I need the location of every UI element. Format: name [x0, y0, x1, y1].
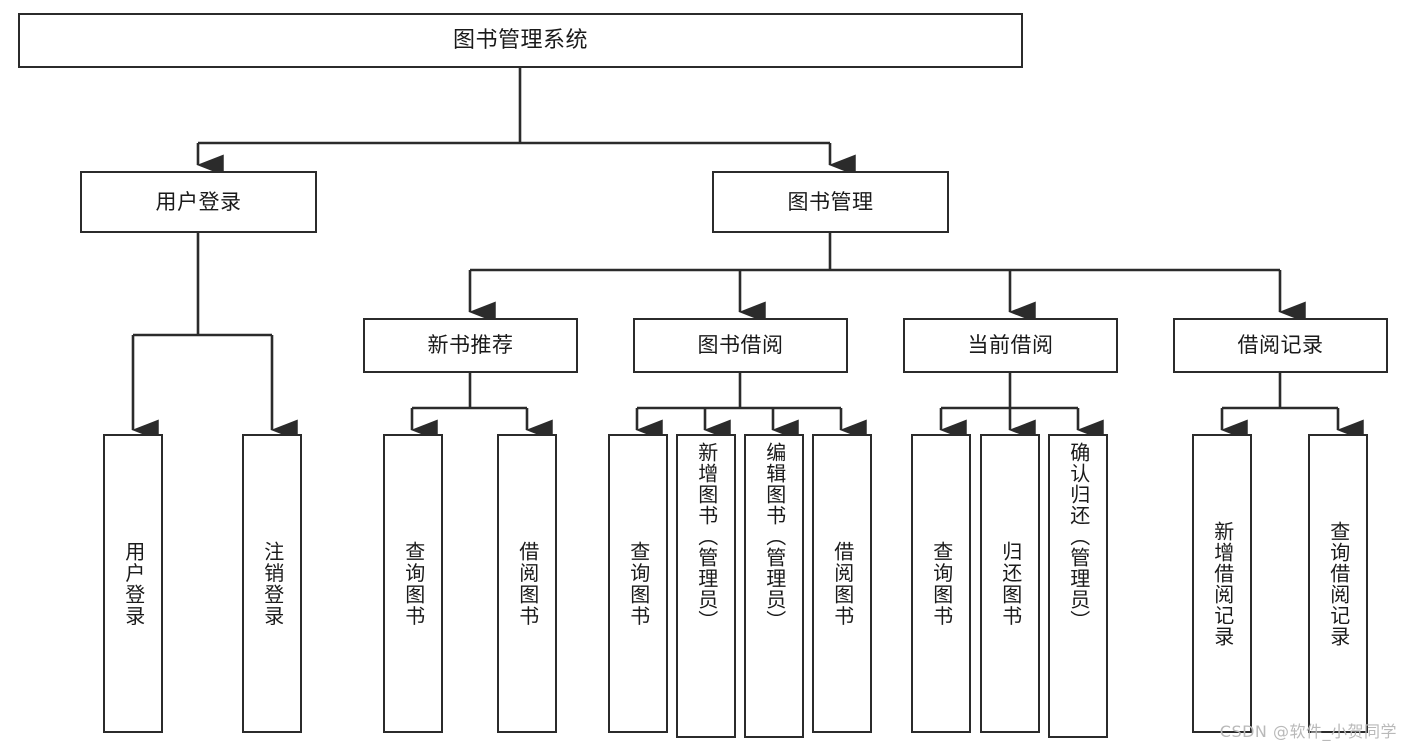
node-leaf-query-book-1-label: 查询图书: [401, 540, 426, 627]
node-leaf-query-book-3[interactable]: 查询图书: [911, 434, 971, 733]
node-leaf-user-login-label: 用户登录: [121, 540, 146, 627]
node-leaf-query-book-1[interactable]: 查询图书: [383, 434, 443, 733]
node-leaf-edit-book-label: 编辑图书（管理员）: [762, 442, 787, 631]
node-leaf-confirm-return[interactable]: 确认归还（管理员）: [1048, 434, 1108, 738]
node-book-borrow[interactable]: 图书借阅: [633, 318, 848, 373]
node-new-book-recommend-label: 新书推荐: [427, 333, 514, 358]
node-leaf-borrow-book-2[interactable]: 借阅图书: [812, 434, 872, 733]
watermark-label: CSDN @软件_小贺同学: [1219, 722, 1397, 741]
node-leaf-add-book-label: 新增图书（管理员）: [694, 442, 719, 631]
node-leaf-query-book-2-label: 查询图书: [626, 540, 651, 627]
node-leaf-add-book[interactable]: 新增图书（管理员）: [676, 434, 736, 738]
node-user-login-label: 用户登录: [155, 189, 242, 214]
node-book-manage[interactable]: 图书管理: [712, 171, 949, 233]
node-leaf-query-book-3-label: 查询图书: [929, 540, 954, 627]
node-leaf-return-book-label: 归还图书: [998, 540, 1023, 627]
node-new-book-recommend[interactable]: 新书推荐: [363, 318, 578, 373]
node-book-manage-label: 图书管理: [787, 189, 874, 214]
node-leaf-logout[interactable]: 注销登录: [242, 434, 302, 733]
node-leaf-query-record-label: 查询借阅记录: [1326, 520, 1351, 647]
node-leaf-logout-label: 注销登录: [260, 540, 285, 627]
node-leaf-borrow-book-1-label: 借阅图书: [515, 540, 540, 627]
node-leaf-edit-book[interactable]: 编辑图书（管理员）: [744, 434, 804, 738]
node-leaf-return-book[interactable]: 归还图书: [980, 434, 1040, 733]
node-book-borrow-label: 图书借阅: [697, 333, 784, 358]
node-root-label: 图书管理系统: [452, 27, 588, 53]
node-leaf-add-record[interactable]: 新增借阅记录: [1192, 434, 1252, 733]
node-leaf-borrow-book-2-label: 借阅图书: [830, 540, 855, 627]
node-leaf-borrow-book-1[interactable]: 借阅图书: [497, 434, 557, 733]
node-leaf-add-record-label: 新增借阅记录: [1210, 520, 1235, 647]
node-user-login[interactable]: 用户登录: [80, 171, 317, 233]
node-leaf-query-book-2[interactable]: 查询图书: [608, 434, 668, 733]
node-current-borrow-label: 当前借阅: [967, 333, 1054, 358]
node-leaf-confirm-return-label: 确认归还（管理员）: [1066, 442, 1091, 631]
node-borrow-record-label: 借阅记录: [1237, 333, 1324, 358]
node-current-borrow[interactable]: 当前借阅: [903, 318, 1118, 373]
node-root[interactable]: 图书管理系统: [18, 13, 1023, 68]
node-leaf-query-record[interactable]: 查询借阅记录: [1308, 434, 1368, 733]
node-borrow-record[interactable]: 借阅记录: [1173, 318, 1388, 373]
node-leaf-user-login[interactable]: 用户登录: [103, 434, 163, 733]
